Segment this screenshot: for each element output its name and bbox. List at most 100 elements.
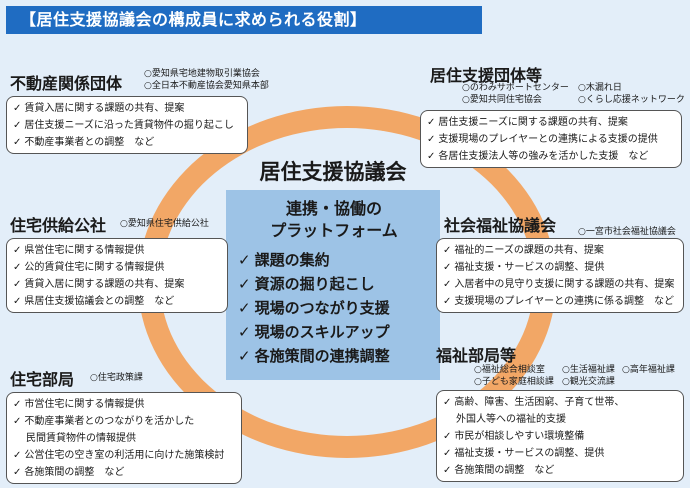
check-icon: ✓ [13, 296, 22, 307]
role-item: ✓居住支援ニーズに沿った賃貸物件の掘り起こし [13, 117, 241, 134]
role-text: 賃貸入居に関する課題の共有、提案 [24, 103, 185, 114]
org-name: ○愛知共同住宅協会 [462, 95, 542, 105]
role-item: ✓県居住支援協議会との調整 など [13, 293, 221, 310]
role-text: 不動産事業者とのつながりを活かした [24, 416, 195, 427]
role-item: ✓賃貸入居に関する課題の共有、提案 [13, 100, 241, 117]
platform-role: ✓現場のスキルアップ [238, 320, 430, 344]
check-icon: ✓ [238, 347, 251, 365]
check-icon: ✓ [238, 251, 251, 269]
shakyo-orgs: ○一宮市社会福祉協議会 [578, 226, 676, 238]
role-text: 各施策間の調整 など [454, 465, 555, 476]
role-text: 公的賃貸住宅に関する情報提供 [24, 262, 165, 273]
role-item: ✓高齢、障害、生活困窮、子育て世帯、 [443, 394, 677, 411]
role-text: 居住支援ニーズに沿った賃貸物件の掘り起こし [24, 120, 234, 131]
role-item: ✓各施策間の調整 など [443, 462, 677, 479]
check-icon: ✓ [238, 323, 251, 341]
check-icon: ✓ [443, 245, 452, 256]
org-name: ○愛知県宅地建物取引業協会 [144, 69, 260, 79]
role-item: ✓不動産事業者との調整 など [13, 134, 241, 151]
role-item: ✓支援現場のプレイヤーとの連携に係る調整 など [443, 293, 677, 310]
platform-role: ✓各施策間の連携調整 [238, 344, 430, 368]
check-icon: ✓ [427, 151, 436, 162]
platform-role-label: 現場のスキルアップ [254, 323, 390, 341]
fukushi-orgs: ○福祉総合相談室○生活福祉課○高年福祉課 ○子ども家庭相談課○観光交流課 [474, 364, 688, 388]
check-icon: ✓ [238, 275, 251, 293]
role-text: 市営住宅に関する情報提供 [24, 399, 145, 410]
platform-role-label: 課題の集約 [254, 251, 330, 269]
role-text: 賃貸入居に関する課題の共有、提案 [24, 279, 185, 290]
kyoju-title: 居住支援団体等 [430, 66, 543, 85]
check-icon: ✓ [13, 279, 22, 290]
org-name: ○木漏れ日 [578, 83, 622, 93]
org-name: ○子ども家庭相談課 [474, 377, 554, 387]
check-icon: ✓ [443, 296, 452, 307]
role-item: ✓賃貸入居に関する課題の共有、提案 [13, 276, 221, 293]
platform-role: ✓課題の集約 [238, 248, 430, 272]
check-icon: ✓ [13, 467, 22, 478]
role-text-continued: 外国人等への福祉的支援 [456, 414, 566, 425]
role-text: 不動産事業者との調整 など [24, 137, 155, 148]
role-text: 公営住宅の空き室の利活用に向けた施策検討 [24, 450, 225, 461]
check-icon: ✓ [443, 431, 452, 442]
role-item: ✓入居者中の見守り支援に関する課題の共有、提案 [443, 276, 677, 293]
role-text: 県居住支援協議会との調整 など [24, 296, 175, 307]
role-item: ✓市営住宅に関する情報提供 [13, 396, 235, 413]
jutaku-title: 住宅部局 [10, 370, 75, 389]
platform-box: 連携・協働の プラットフォーム ✓課題の集約 ✓資源の掘り起こし ✓現場のつなが… [226, 190, 440, 380]
org-name: ○福祉総合相談室 [474, 365, 545, 375]
role-text: 支援現場のプレイヤーとの連携に係る調整 など [454, 296, 674, 307]
org-name: ○住宅政策課 [90, 373, 143, 383]
role-item: ✓各居住支援法人等の強みを活かした支援 など [427, 148, 675, 165]
org-name: ○くらし応援ネットワーク [578, 95, 685, 105]
kyoju-orgs: ○のわみサポートセンター ○木漏れ日 ○愛知共同住宅協会 ○くらし応援ネットワーク [462, 82, 686, 106]
kyokyu-roles-box: ✓県営住宅に関する情報提供 ✓公的賃貸住宅に関する情報提供 ✓賃貸入居に関する課… [6, 238, 228, 313]
role-text: 支援現場のプレイヤーとの連携による支援の提供 [438, 134, 658, 145]
role-item: ✓公的賃貸住宅に関する情報提供 [13, 259, 221, 276]
org-name: ○愛知県住宅供給公社 [120, 219, 209, 229]
org-name: ○のわみサポートセンター [462, 83, 569, 93]
shakyo-title: 社会福祉協議会 [444, 216, 557, 235]
org-name: ○一宮市社会福祉協議会 [578, 227, 676, 237]
role-item: ✓福祉的ニーズの課題の共有、提案 [443, 242, 677, 259]
platform-role: ✓資源の掘り起こし [238, 272, 430, 296]
org-name: ○生活福祉課 [562, 365, 615, 375]
check-icon: ✓ [13, 450, 22, 461]
role-text: 入居者中の見守り支援に関する課題の共有、提案 [454, 279, 675, 290]
role-text-continued: 民間賃貸物件の情報提供 [26, 433, 136, 444]
role-text: 各施策間の調整 など [24, 467, 125, 478]
platform-role-label: 各施策間の連携調整 [254, 347, 390, 365]
role-item: ✓支援現場のプレイヤーとの連携による支援の提供 [427, 131, 675, 148]
role-text: 福祉支援・サービスの調整、提供 [454, 262, 605, 273]
check-icon: ✓ [443, 397, 452, 408]
fudosan-roles-box: ✓賃貸入居に関する課題の共有、提案 ✓居住支援ニーズに沿った賃貸物件の掘り起こし… [6, 96, 248, 154]
kyokyu-orgs: ○愛知県住宅供給公社 [120, 218, 209, 230]
role-text: 高齢、障害、生活困窮、子育て世帯、 [454, 397, 625, 408]
shakyo-roles-box: ✓福祉的ニーズの課題の共有、提案 ✓福祉支援・サービスの調整、提供 ✓入居者中の… [436, 238, 684, 313]
fukushi-roles-box: ✓高齢、障害、生活困窮、子育て世帯、 外国人等への福祉的支援 ✓市民が相談しやす… [436, 390, 684, 482]
check-icon: ✓ [443, 279, 452, 290]
platform-heading-line1: 連携・協働の [285, 199, 382, 218]
role-text: 各居住支援法人等の強みを活かした支援 など [438, 151, 649, 162]
role-item: ✓福祉支援・サービスの調整、提供 [443, 259, 677, 276]
org-name: ○全日本不動産協会愛知県本部 [144, 81, 269, 91]
check-icon: ✓ [13, 103, 22, 114]
jutaku-orgs: ○住宅政策課 [90, 372, 143, 384]
check-icon: ✓ [13, 137, 22, 148]
check-icon: ✓ [443, 448, 452, 459]
council-title: 居住支援協議会 [259, 160, 407, 184]
fudosan-title: 不動産関係団体 [10, 74, 123, 93]
role-item: ✓県営住宅に関する情報提供 [13, 242, 221, 259]
check-icon: ✓ [13, 245, 22, 256]
org-name: ○観光交流課 [562, 377, 615, 387]
check-icon: ✓ [13, 262, 22, 273]
kyokyu-title: 住宅供給公社 [10, 216, 107, 235]
role-text: 市民が相談しやすい環境整備 [454, 431, 585, 442]
check-icon: ✓ [13, 399, 22, 410]
check-icon: ✓ [238, 299, 251, 317]
fudosan-orgs: ○愛知県宅地建物取引業協会 ○全日本不動産協会愛知県本部 [144, 68, 269, 92]
role-text: 居住支援ニーズに関する課題の共有、提案 [438, 117, 628, 128]
check-icon: ✓ [13, 416, 22, 427]
page-banner: 【居住支援協議会の構成員に求められる役割】 [6, 6, 482, 34]
role-text: 県営住宅に関する情報提供 [24, 245, 145, 256]
check-icon: ✓ [427, 134, 436, 145]
